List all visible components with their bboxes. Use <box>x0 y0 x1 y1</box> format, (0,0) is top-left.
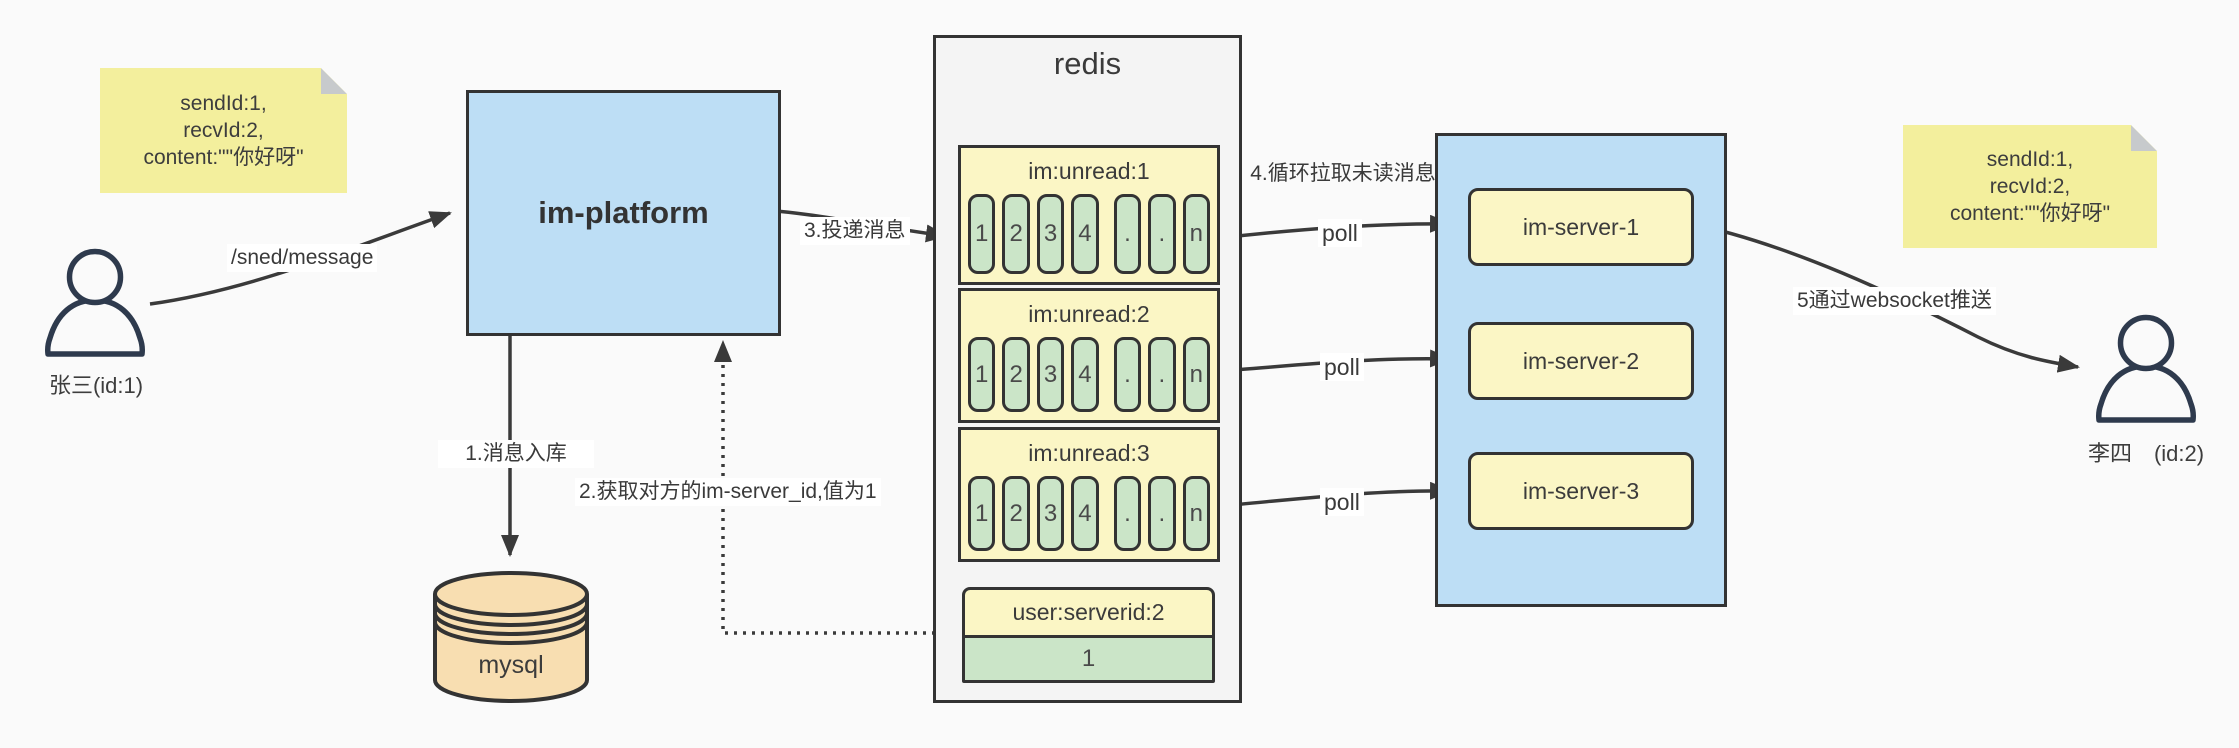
label-step1: 1.消息入库 <box>438 440 594 468</box>
mysql-label: mysql <box>478 651 543 679</box>
queue-cell: . <box>1148 194 1176 274</box>
queue-cell: . <box>1148 476 1176 551</box>
queue-cell: 4 <box>1071 337 1099 412</box>
queue-cell: 1 <box>968 194 996 274</box>
queue-cell: 2 <box>1002 194 1030 274</box>
queue-cell: n <box>1182 337 1210 412</box>
queue-cell: 2 <box>1002 337 1030 412</box>
queue-cell: n <box>1182 194 1210 274</box>
sender-label: 张三(id:1) <box>48 373 144 398</box>
label-step3: 3.投递消息 <box>800 217 910 245</box>
receiver-label: 李四 (id:2) <box>2087 441 2205 466</box>
user-serverid-value: 1 <box>965 638 1212 680</box>
label-poll-1: poll <box>1318 219 1362 247</box>
im-platform-box: im-platform <box>466 90 781 336</box>
im-platform-title: im-platform <box>538 195 709 230</box>
queue-cell: 1 <box>968 476 996 551</box>
receiver-person-icon <box>2096 314 2196 423</box>
redis-title: redis <box>1053 46 1122 81</box>
label-poll-3: poll <box>1320 488 1364 516</box>
edge-serverid-lookup <box>714 340 962 635</box>
user-serverid-block: user:serverid:2 1 <box>962 587 1215 683</box>
note-line: recvId:2, <box>1989 175 2071 198</box>
queue-cell: 1 <box>968 337 996 412</box>
user-serverid-key: user:serverid:2 <box>965 590 1212 638</box>
note-line: content:""你好呀" <box>1949 202 2111 225</box>
im-server-3-box: im-server-3 <box>1468 452 1694 530</box>
queue-cell: 2 <box>1002 476 1030 551</box>
queue-cell: . <box>1113 194 1142 274</box>
label-step5: 5通过websocket推送 <box>1793 287 1996 315</box>
note-line: content:""你好呀" <box>143 146 304 169</box>
sender-person-icon <box>45 248 145 357</box>
label-step2: 2.获取对方的im-server_id,值为1 <box>575 478 881 506</box>
queue-cell: 4 <box>1071 194 1099 274</box>
note-line: recvId:2, <box>183 119 264 142</box>
label-poll-2: poll <box>1320 353 1364 381</box>
note-line: sendId:1, <box>180 92 267 115</box>
queue-cell: 3 <box>1036 337 1065 412</box>
queue-cell: 4 <box>1071 476 1099 551</box>
sender-message-note: sendId:1, recvId:2, content:""你好呀" <box>100 68 347 193</box>
edge-websocket-push <box>1687 221 2080 373</box>
queue-title: im:unread:2 <box>1028 300 1150 327</box>
label-step4: 4.循环拉取未读消息 <box>1250 162 1436 185</box>
queue-title: im:unread:1 <box>1028 157 1150 184</box>
im-server-2-box: im-server-2 <box>1468 322 1694 400</box>
im-server-1-box: im-server-1 <box>1468 188 1694 266</box>
queue-cell: . <box>1113 337 1142 412</box>
queue-cell: 3 <box>1036 476 1065 551</box>
queue-title: im:unread:3 <box>1028 439 1150 466</box>
queue-cell: . <box>1113 476 1142 551</box>
label-send-message: /sned/message <box>227 244 378 272</box>
queue-cell: . <box>1148 337 1176 412</box>
queue-cell: 3 <box>1036 194 1065 274</box>
note-line: sendId:1, <box>1986 148 2074 171</box>
queue-cell: n <box>1182 476 1210 551</box>
mysql-database-icon: mysql <box>433 571 589 703</box>
receiver-message-note: sendId:1, recvId:2, content:""你好呀" <box>1903 125 2157 248</box>
